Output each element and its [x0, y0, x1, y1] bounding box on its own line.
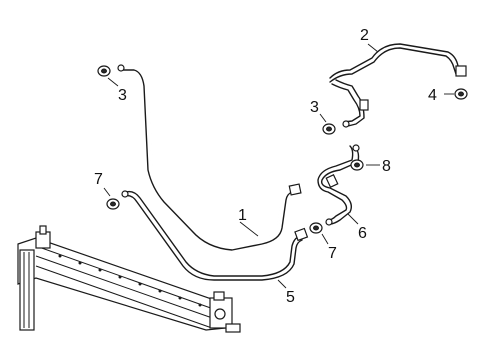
cooler-line-6 [317, 144, 360, 226]
grommet-7-left [106, 198, 120, 210]
callout-7-left: 7 [94, 171, 103, 188]
grommet-8 [350, 159, 364, 171]
callout-leaders [103, 43, 454, 289]
callout-1: 1 [238, 207, 247, 224]
callout-3-right: 3 [310, 99, 319, 116]
cooler-line-2 [329, 43, 467, 128]
callout-5: 5 [286, 289, 295, 306]
cooler-line-1 [117, 64, 302, 251]
callout-7-right: 7 [328, 245, 337, 262]
cooler-line-5 [121, 190, 309, 281]
grommet-4 [454, 88, 468, 100]
callout-6: 6 [358, 225, 367, 242]
callout-4: 4 [428, 87, 437, 104]
grommet-3-left [97, 65, 111, 77]
callout-8: 8 [382, 158, 391, 175]
callout-3-left: 3 [118, 87, 127, 104]
radiator [17, 225, 241, 333]
grommet-7-right [309, 222, 323, 234]
callout-2: 2 [360, 27, 369, 44]
grommet-3-right [322, 123, 336, 135]
